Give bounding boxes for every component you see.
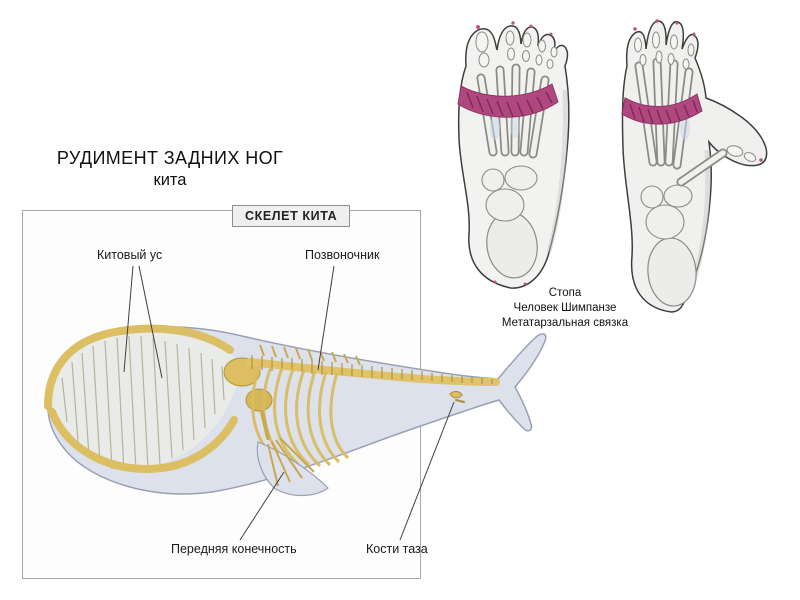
label-front-limb: Передняя конечность xyxy=(171,542,297,556)
pelvic-bones xyxy=(449,391,463,399)
label-spine: Позвоночник xyxy=(305,248,380,262)
chimpanzee-foot-drawing xyxy=(621,19,768,313)
whale-figure-title: СКЕЛЕТ КИТА xyxy=(232,205,351,227)
feet-caption: Стопа Человек Шимпанзе Метатарзальная св… xyxy=(486,286,644,331)
label-baleen: Китовый ус xyxy=(97,248,163,262)
slide-title: РУДИМЕНТ ЗАДНИХ НОГ кита xyxy=(42,148,298,190)
baleen-plates xyxy=(61,335,225,472)
feet-caption-line3: Метатарзальная связка xyxy=(501,316,629,329)
slide-title-line2: кита xyxy=(153,171,187,189)
human-metatarsal-ligament xyxy=(457,83,559,118)
slide-title-line1: РУДИМЕНТ ЗАДНИХ НОГ xyxy=(56,148,284,168)
feet-caption-line1: Стопа xyxy=(548,287,582,299)
feet-comparison-illustration xyxy=(457,19,768,313)
human-foot-drawing xyxy=(457,21,570,289)
feet-caption-line2: Человек Шимпанзе xyxy=(513,301,617,314)
spine xyxy=(246,358,500,386)
whale-skeleton-illustration xyxy=(44,265,547,541)
label-pointer-lines xyxy=(123,265,455,541)
label-pelvic-bones: Кости таза xyxy=(366,542,428,556)
